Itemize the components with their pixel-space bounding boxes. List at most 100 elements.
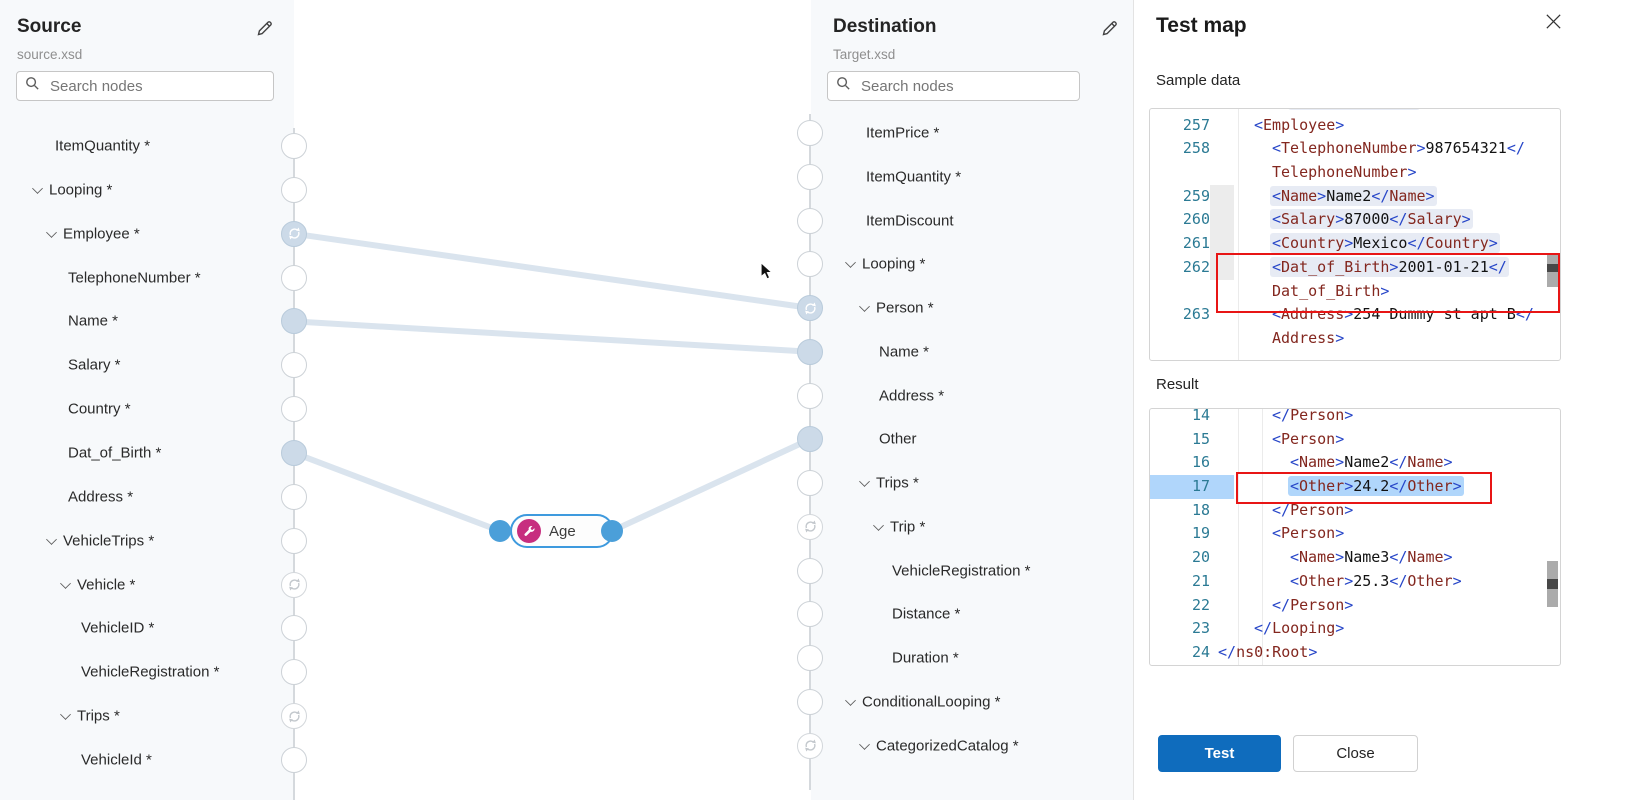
tree-node-itemquantity[interactable]: ItemQuantity * [811, 156, 1133, 198]
tree-node-label: VehicleTrips * [63, 532, 155, 550]
connector-distance[interactable] [797, 601, 823, 628]
result-editor[interactable]: 14</Person>15<Person>16<Name>Name2</Name… [1149, 408, 1561, 666]
connector-duration[interactable] [797, 645, 823, 671]
function-node-age[interactable]: Age [510, 514, 614, 548]
edit-source-schema-button[interactable] [255, 18, 275, 41]
mapping-canvas[interactable] [294, 0, 811, 800]
tree-node-label: Trips * [77, 707, 120, 725]
chevron-down-icon[interactable] [845, 257, 856, 269]
tree-node-itemdiscount[interactable]: ItemDiscount [811, 200, 1133, 242]
tree-node-trip[interactable]: Trip * [811, 506, 1133, 548]
loop-connector-trips[interactable] [281, 703, 307, 730]
annotation-red-box-result [1236, 472, 1492, 504]
connector-itemquantity[interactable] [281, 133, 307, 159]
tree-node-duration[interactable]: Duration * [811, 637, 1133, 679]
destination-search-input[interactable] [859, 76, 1071, 96]
tree-node-itemprice[interactable]: ItemPrice * [811, 112, 1133, 154]
tree-node-label: VehicleID * [81, 619, 155, 637]
tree-node-vehicleid[interactable]: VehicleId * [0, 739, 294, 781]
connector-trips[interactable] [797, 470, 823, 496]
chevron-down-icon[interactable] [32, 182, 43, 194]
tree-node-itemquantity[interactable]: ItemQuantity * [0, 125, 294, 167]
tree-node-country[interactable]: Country * [0, 388, 294, 430]
connector-itemquantity[interactable] [797, 163, 823, 190]
connector-conditionallooping[interactable] [797, 688, 823, 715]
line-number: 257 [1182, 115, 1210, 134]
tree-node-telephonenumber[interactable]: TelephoneNumber * [0, 257, 294, 299]
connector-looping[interactable] [281, 176, 307, 203]
tree-node-name[interactable]: Name * [811, 331, 1133, 373]
function-output-handle[interactable] [601, 520, 623, 542]
loop-connector-person[interactable] [797, 295, 823, 321]
function-input-handle[interactable] [489, 520, 511, 542]
connector-address[interactable] [797, 382, 823, 409]
loop-connector-trip[interactable] [797, 513, 823, 540]
connector-salary[interactable] [281, 352, 307, 379]
tree-node-name[interactable]: Name * [0, 300, 294, 342]
loop-connector-employee[interactable] [281, 220, 307, 247]
edit-destination-schema-button[interactable] [1100, 18, 1120, 41]
tree-node-looping[interactable]: Looping * [0, 169, 294, 211]
tree-node-categorizedcatalog[interactable]: CategorizedCatalog * [811, 725, 1133, 767]
close-button[interactable]: Close [1293, 735, 1418, 772]
tree-node-vehicleregistration[interactable]: VehicleRegistration * [811, 550, 1133, 592]
chevron-down-icon[interactable] [873, 519, 884, 531]
connector-address[interactable] [281, 483, 307, 510]
sample-data-editor[interactable]: 257<Employee>258<TelephoneNumber>9876543… [1149, 108, 1561, 361]
line-number: 261 [1182, 234, 1210, 253]
tree-node-looping[interactable]: Looping * [811, 243, 1133, 285]
close-panel-button[interactable] [1544, 12, 1563, 34]
close-icon [1544, 14, 1563, 34]
tree-node-other[interactable]: Other [811, 418, 1133, 460]
chevron-down-icon[interactable] [60, 709, 71, 720]
chevron-down-icon[interactable] [46, 533, 57, 545]
loop-connector-vehicle[interactable] [281, 571, 307, 598]
connector-vehicleid[interactable] [281, 615, 307, 642]
code-line-14: 14</Person> [1150, 409, 1560, 428]
connector-vehicleregistration[interactable] [281, 659, 307, 686]
connector-vehicleregistration[interactable] [797, 557, 823, 584]
tree-node-vehicleid[interactable]: VehicleID * [0, 607, 294, 649]
pencil-icon [255, 21, 275, 41]
tree-node-address[interactable]: Address * [811, 375, 1133, 417]
tree-node-vehicleregistration[interactable]: VehicleRegistration * [0, 651, 294, 693]
connector-vehicleid[interactable] [281, 746, 307, 773]
chevron-down-icon[interactable] [859, 476, 870, 487]
tree-node-address[interactable]: Address * [0, 476, 294, 518]
connector-country[interactable] [281, 396, 307, 423]
pencil-icon [1100, 21, 1120, 41]
tree-node-trips[interactable]: Trips * [0, 695, 294, 737]
tree-node-vehicle[interactable]: Vehicle * [0, 564, 294, 606]
tree-node-conditionallooping[interactable]: ConditionalLooping * [811, 681, 1133, 723]
connector-dat-of-birth[interactable] [281, 439, 307, 466]
tree-node-trips[interactable]: Trips * [811, 462, 1133, 504]
connector-itemdiscount[interactable] [797, 207, 823, 234]
loop-connector-categorizedcatalog[interactable] [797, 732, 823, 759]
connector-name[interactable] [797, 338, 823, 365]
tree-node-salary[interactable]: Salary * [0, 344, 294, 386]
test-button[interactable]: Test [1158, 735, 1281, 772]
connector-vehicletrips[interactable] [281, 527, 307, 554]
destination-search-box[interactable] [827, 71, 1080, 101]
chevron-down-icon[interactable] [859, 738, 870, 750]
tree-node-label: TelephoneNumber * [68, 269, 201, 287]
result-scrollbar-thumb[interactable] [1547, 561, 1558, 607]
tree-node-distance[interactable]: Distance * [811, 593, 1133, 635]
code-line-261: 261<Country>Mexico</Country> [1150, 232, 1560, 256]
sample-scrollbar-thumb[interactable] [1547, 253, 1558, 287]
destination-panel: Destination Target.xsd ItemPrice *ItemQu… [811, 0, 1133, 800]
chevron-down-icon[interactable] [60, 577, 71, 589]
chevron-down-icon[interactable] [46, 226, 57, 238]
chevron-down-icon[interactable] [845, 694, 856, 706]
tree-node-person[interactable]: Person * [811, 287, 1133, 329]
source-search-box[interactable] [16, 71, 274, 101]
tree-node-employee[interactable]: Employee * [0, 213, 294, 255]
sample-data-label: Sample data [1156, 72, 1241, 89]
tree-node-dat-of-birth[interactable]: Dat_of_Birth * [0, 432, 294, 474]
source-search-input[interactable] [48, 76, 265, 96]
connector-itemprice[interactable] [797, 120, 823, 146]
tree-node-label: Salary * [68, 356, 121, 374]
chevron-down-icon[interactable] [859, 301, 870, 312]
tree-node-vehicletrips[interactable]: VehicleTrips * [0, 520, 294, 562]
connector-telephonenumber[interactable] [281, 264, 307, 291]
